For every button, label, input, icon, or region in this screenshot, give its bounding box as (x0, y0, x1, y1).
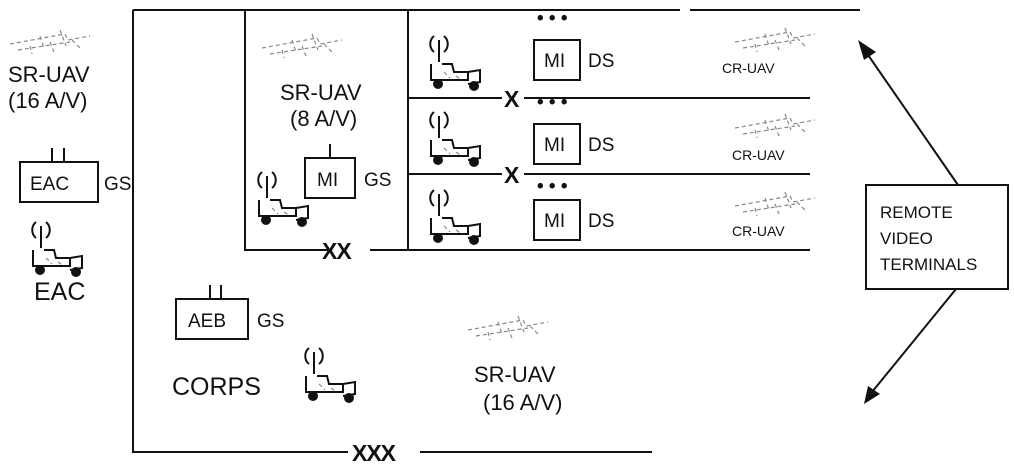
eac-unit-label: EAC (30, 174, 69, 195)
brigade-2-unit-box (533, 123, 581, 165)
brigade-2-unit-label: MI (544, 135, 565, 156)
corps-unit: AEB GS CORPS SR-UAV (16 A/V) (172, 285, 562, 415)
remote-video-terminals: REMOTE VIDEO TERMINALS (858, 40, 1009, 404)
brigade-row-3: • • • MI DS CR-UAV (429, 176, 816, 246)
remote-video-line-1: REMOTE (880, 203, 953, 222)
brigade-2-uav-label: CR-UAV (732, 147, 785, 163)
eac-column: SR-UAV (16 A/V) EAC GS EAC (8, 29, 131, 306)
arrow-up-head-icon (858, 40, 876, 60)
brigade-1-size-marker: • • • (537, 8, 568, 29)
eac-echelon-label: EAC (34, 278, 85, 306)
eac-uav-count: (16 A/V) (8, 88, 87, 113)
division-uav-name: SR-UAV (280, 80, 362, 105)
corps-uav-name: SR-UAV (474, 362, 556, 387)
remote-video-box (865, 184, 1009, 290)
brigade-3-uav-label: CR-UAV (732, 223, 785, 239)
brigade-3-unit-box (533, 199, 581, 241)
corps-unit-label: AEB (188, 311, 226, 332)
brigade-3-unit-label: MI (544, 211, 565, 232)
eac-uav-name: SR-UAV (8, 62, 90, 87)
remote-video-line-2: VIDEO (880, 229, 933, 248)
brigade-2-size-marker: • • • (537, 92, 568, 113)
eac-ground-station-icon (31, 221, 83, 278)
brigade-row-1: • • • MI DS CR-UAV X (429, 8, 816, 112)
arrow-down-shaft (871, 288, 957, 393)
brigade-2-ground-station-icon (429, 111, 481, 168)
brigade-1-unit-label: MI (544, 51, 565, 72)
brigade-2-echelon-symbol: X (504, 162, 520, 188)
brigade-row-2: • • • MI DS CR-UAV X (429, 92, 816, 188)
corps-echelon-symbol: XXX (352, 440, 397, 466)
division-boundary (244, 10, 409, 251)
brigade-1-unit-suffix: DS (588, 51, 614, 72)
corps-uav-count: (16 A/V) (483, 390, 562, 415)
eac-unit-suffix: GS (104, 174, 131, 195)
brigade-3-uav-aircraft-icon (734, 191, 816, 217)
brigade-3-unit-suffix: DS (588, 211, 614, 232)
brigade-1-uav-label: CR-UAV (722, 60, 775, 76)
brigade-1-echelon-symbol: X (504, 86, 520, 112)
brigade-2-uav-aircraft-icon (734, 113, 816, 139)
corps-unit-box (175, 298, 249, 340)
division-unit: SR-UAV (8 A/V) MI GS (257, 33, 391, 228)
division-unit-suffix: GS (364, 170, 391, 191)
brigade-1-unit-box (533, 39, 581, 81)
arrow-up-shaft (865, 51, 959, 186)
division-ground-station-icon (257, 171, 309, 228)
eac-unit-size-marker (51, 148, 65, 162)
corps-uav-aircraft-icon (467, 315, 549, 341)
remote-video-line-3: TERMINALS (880, 255, 977, 274)
brigade-1-uav-aircraft-icon (734, 27, 816, 53)
brigade-3-size-marker: • • • (537, 176, 568, 197)
brigade-2-unit-suffix: DS (588, 135, 614, 156)
division-unit-label: MI (317, 170, 338, 191)
corps-boundary (132, 10, 652, 453)
division-uav-count: (8 A/V) (290, 106, 357, 131)
corps-echelon-label: CORPS (172, 373, 261, 401)
corps-ground-station-icon (304, 347, 356, 404)
brigade-1-ground-station-icon (429, 35, 481, 92)
eac-unit-box (19, 161, 99, 203)
division-unit-box (304, 157, 356, 199)
division-echelon-symbol: XX (322, 238, 352, 264)
eac-uav-aircraft-icon (9, 29, 91, 55)
brigade-3-ground-station-icon (429, 189, 481, 246)
division-uav-aircraft-icon (261, 33, 343, 59)
corps-unit-size-marker (209, 285, 222, 299)
arrow-down-head-icon (864, 386, 880, 404)
corps-unit-suffix: GS (257, 311, 284, 332)
